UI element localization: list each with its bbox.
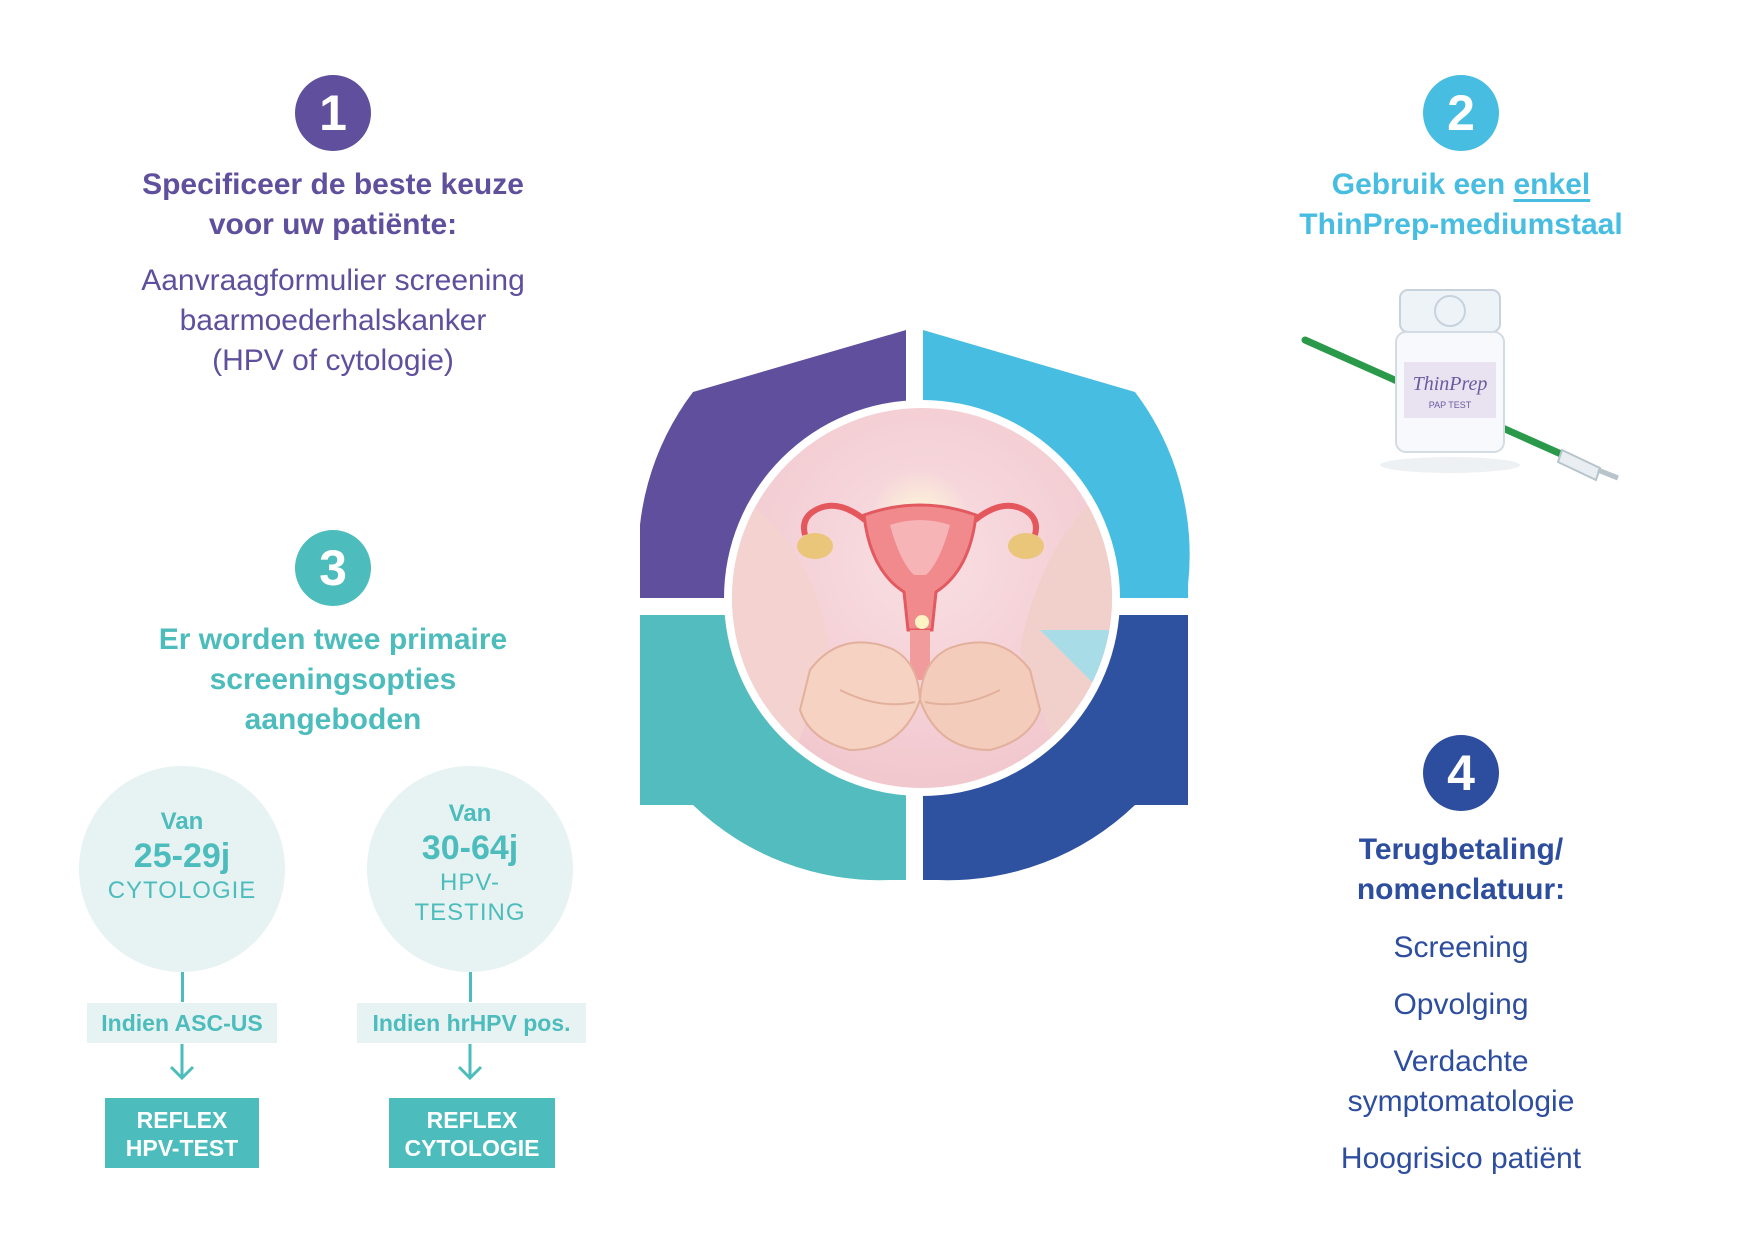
age-option-kind: TESTING — [414, 899, 526, 926]
age-option-kind: HPV- — [439, 869, 500, 896]
step-4-item: Hoogrisico patiënt — [1340, 1142, 1582, 1175]
step-4-heading-line: nomenclatuur: — [1356, 873, 1566, 906]
step-4-item: Opvolging — [1393, 988, 1529, 1021]
reflex-box: REFLEX HPV-TEST — [105, 1098, 259, 1168]
step-1-heading: Specificeer de beste keuze voor uw patië… — [83, 165, 583, 245]
step-4-item: Screening — [1393, 931, 1529, 964]
age-option-van: Van — [160, 808, 204, 835]
step-1-body-line: baarmoederhalskanker — [179, 304, 487, 337]
step-2-heading-pre: Gebruik een — [1331, 168, 1514, 201]
step-3-heading-line: aangeboden — [244, 703, 422, 736]
step-4-item-line: symptomatologie — [1347, 1085, 1575, 1118]
step-1-heading-line: Specificeer de beste keuze — [142, 168, 524, 201]
step-1-body: Aanvraagformulier screening baarmoederha… — [83, 261, 583, 381]
step-3-heading-line: screeningsopties — [209, 663, 457, 696]
step-4-item-line: Verdachte — [1393, 1045, 1529, 1078]
reflex-line: CYTOLOGIE — [404, 1135, 540, 1161]
step-3-number-badge: 3 — [295, 530, 371, 606]
down-arrow-icon — [169, 1044, 195, 1081]
step-2-heading: Gebruik een enkel ThinPrep-mediumstaal — [1211, 165, 1711, 245]
age-option-circle: Van 25-29j CYTOLOGIE — [79, 766, 285, 972]
vial-label: ThinPrep — [1413, 373, 1488, 395]
step-2-heading-line: ThinPrep-mediumstaal — [1299, 208, 1623, 241]
condition-box: Indien hrHPV pos. — [357, 1003, 586, 1043]
reflex-line: REFLEX — [426, 1107, 518, 1133]
central-cycle-graphic — [640, 330, 1200, 890]
step-4-heading-line: Terugbetaling/ — [1358, 833, 1564, 866]
vial-sublabel: PAP TEST — [1429, 400, 1472, 410]
step-3-heading-line: Er worden twee primaire — [158, 623, 508, 656]
step-1-heading-line: voor uw patiënte: — [208, 208, 458, 241]
thinprep-vial-illustration: ThinPrep PAP TEST — [1301, 289, 1619, 482]
uterus-illustration — [797, 502, 1044, 680]
condition-box: Indien ASC-US — [87, 1003, 277, 1043]
step-4-item: Verdachte symptomatologie — [1211, 1042, 1711, 1122]
flow-connector — [181, 972, 184, 1002]
age-option-kind: CYTOLOGIE — [107, 877, 257, 904]
step-1-body-line: Aanvraagformulier screening — [141, 264, 525, 297]
step-2-heading-underlined: enkel — [1513, 168, 1591, 201]
step-2-number-badge: 2 — [1423, 75, 1499, 151]
age-option-range: 25-29j — [133, 837, 231, 875]
step-4-list: Screening Opvolging Verdachte symptomato… — [1211, 928, 1711, 1179]
down-arrow-icon — [457, 1044, 483, 1081]
reflex-box: REFLEX CYTOLOGIE — [389, 1098, 555, 1168]
step-1-number-badge: 1 — [295, 75, 371, 151]
age-option-range: 30-64j — [421, 829, 519, 867]
flow-connector — [469, 972, 472, 1002]
age-option-van: Van — [448, 800, 492, 827]
step-4-number-badge: 4 — [1423, 735, 1499, 811]
cupped-hands-illustration — [798, 641, 1042, 752]
step-1-body-line: (HPV of cytologie) — [212, 344, 454, 377]
reflex-line: HPV-TEST — [125, 1135, 239, 1161]
age-option-circle: Van 30-64j HPV- TESTING — [367, 766, 573, 972]
step-2-heading-line: Gebruik een enkel — [1211, 165, 1711, 205]
step-3-heading: Er worden twee primaire screeningsopties… — [83, 620, 583, 740]
step-4-heading: Terugbetaling/ nomenclatuur: — [1211, 830, 1711, 910]
reflex-line: REFLEX — [136, 1107, 228, 1133]
